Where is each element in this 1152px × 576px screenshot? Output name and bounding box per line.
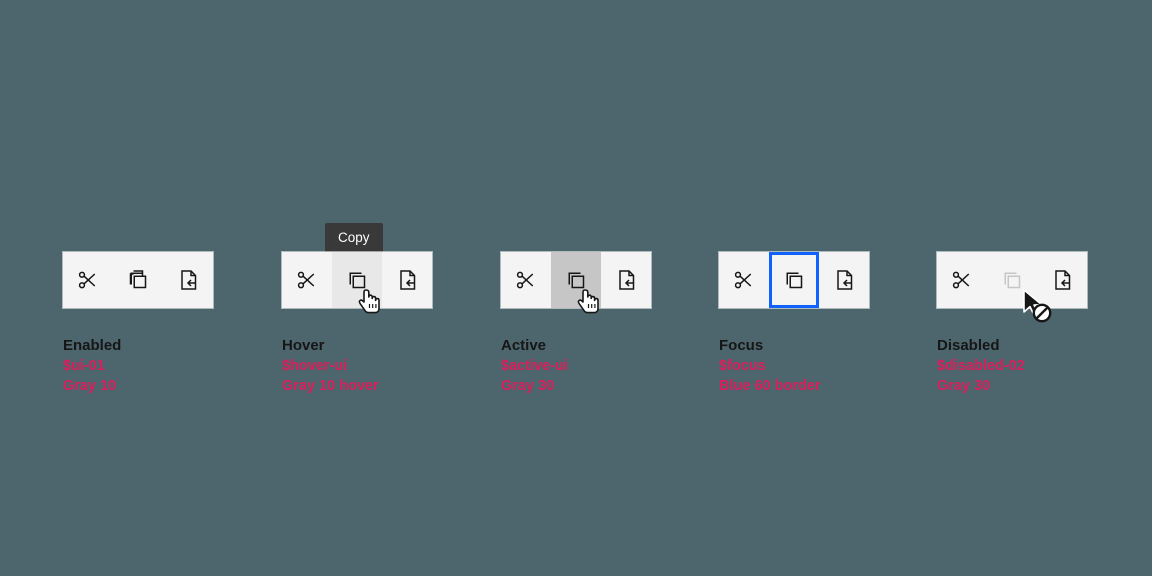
cut-scissors-icon — [76, 268, 100, 292]
toolbar-disabled — [937, 252, 1087, 323]
toolbar — [501, 252, 651, 308]
state-token: $focus — [719, 358, 766, 374]
state-token: $disabled-02 — [937, 358, 1025, 374]
copy-icon — [782, 268, 806, 292]
paste-button[interactable] — [819, 252, 869, 308]
toolbar — [282, 252, 432, 308]
cut-button[interactable] — [282, 252, 332, 308]
paste-icon — [395, 268, 419, 292]
copy-icon — [345, 268, 369, 292]
copy-button[interactable] — [332, 252, 382, 308]
toolbar — [937, 252, 1087, 308]
paste-button[interactable] — [163, 252, 213, 308]
paste-icon — [176, 268, 200, 292]
tooltip-label: Copy — [338, 230, 370, 245]
cut-button[interactable] — [501, 252, 551, 308]
copy-button[interactable] — [769, 252, 819, 308]
copy-icon — [564, 268, 588, 292]
tooltip-copy: Copy — [325, 223, 383, 259]
cut-scissors-icon — [295, 268, 319, 292]
copy-button — [987, 252, 1037, 308]
copy-icon — [1000, 268, 1024, 292]
cut-scissors-icon — [732, 268, 756, 292]
cut-scissors-icon — [950, 268, 974, 292]
state-title: Hover — [282, 337, 325, 354]
cut-button[interactable] — [937, 252, 987, 308]
copy-button[interactable] — [113, 252, 163, 308]
toolbar — [63, 252, 213, 308]
paste-button[interactable] — [601, 252, 651, 308]
state-swatch: Blue 60 border — [719, 378, 821, 394]
state-title: Focus — [719, 337, 764, 354]
state-token: $hover-ui — [282, 358, 348, 374]
paste-button[interactable] — [1037, 252, 1087, 308]
copy-icon — [126, 268, 150, 292]
state-swatch: Gray 30 — [501, 378, 555, 394]
copy-button[interactable] — [551, 252, 601, 308]
state-title: Enabled — [63, 337, 122, 354]
cut-scissors-icon — [514, 268, 538, 292]
state-swatch: Gray 30 — [937, 378, 991, 394]
cut-button[interactable] — [719, 252, 769, 308]
toolbar — [719, 252, 869, 308]
state-swatch: Gray 10 — [63, 378, 117, 394]
paste-icon — [1050, 268, 1074, 292]
label-enabled: Enabled $ui-01 Gray 10 — [63, 336, 121, 396]
toolbar-enabled — [63, 252, 213, 308]
paste-button[interactable] — [382, 252, 432, 308]
state-swatch: Gray 10 hover — [282, 378, 379, 394]
state-title: Active — [501, 337, 547, 354]
label-disabled: Disabled $disabled-02 Gray 30 — [937, 336, 1025, 396]
state-title: Disabled — [937, 337, 1000, 354]
paste-icon — [614, 268, 638, 292]
toolbar-focus — [719, 252, 869, 308]
cut-button[interactable] — [63, 252, 113, 308]
label-hover: Hover $hover-ui Gray 10 hover — [282, 336, 379, 396]
toolbar-active — [501, 252, 651, 314]
toolbar-hover — [282, 252, 432, 314]
label-focus: Focus $focus Blue 60 border — [719, 336, 821, 396]
paste-icon — [832, 268, 856, 292]
state-token: $ui-01 — [63, 358, 105, 374]
label-active: Active $active-ui Gray 30 — [501, 336, 568, 396]
state-token: $active-ui — [501, 358, 568, 374]
